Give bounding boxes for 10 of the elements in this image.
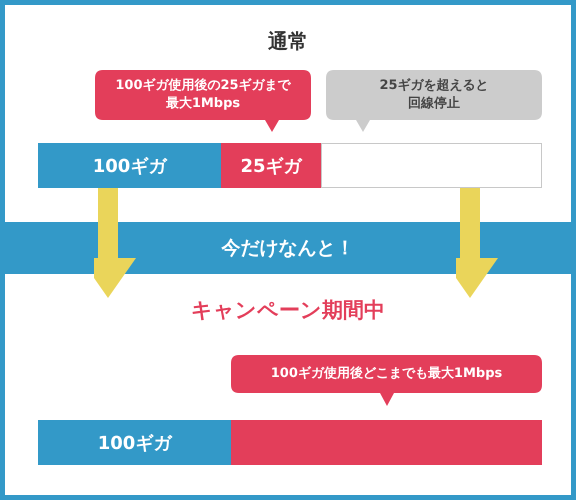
speech-bubble: 25ギガを超えると回線停止 [326,70,542,132]
bar-segment [231,420,542,465]
section-heading: キャンペーン期間中 [191,298,385,322]
bar-segment: 100ギガ [38,143,221,188]
speech-bubble: 100ギガ使用後の25ギガまで最大1Mbps [95,70,311,132]
section-heading: 通常 [268,29,308,53]
bar-segment: 25ギガ [221,143,321,188]
bar-segment: 100ギガ [38,420,231,465]
speech-bubble: 100ギガ使用後どこまでも最大1Mbps [231,355,542,406]
bar-segment [321,143,542,188]
